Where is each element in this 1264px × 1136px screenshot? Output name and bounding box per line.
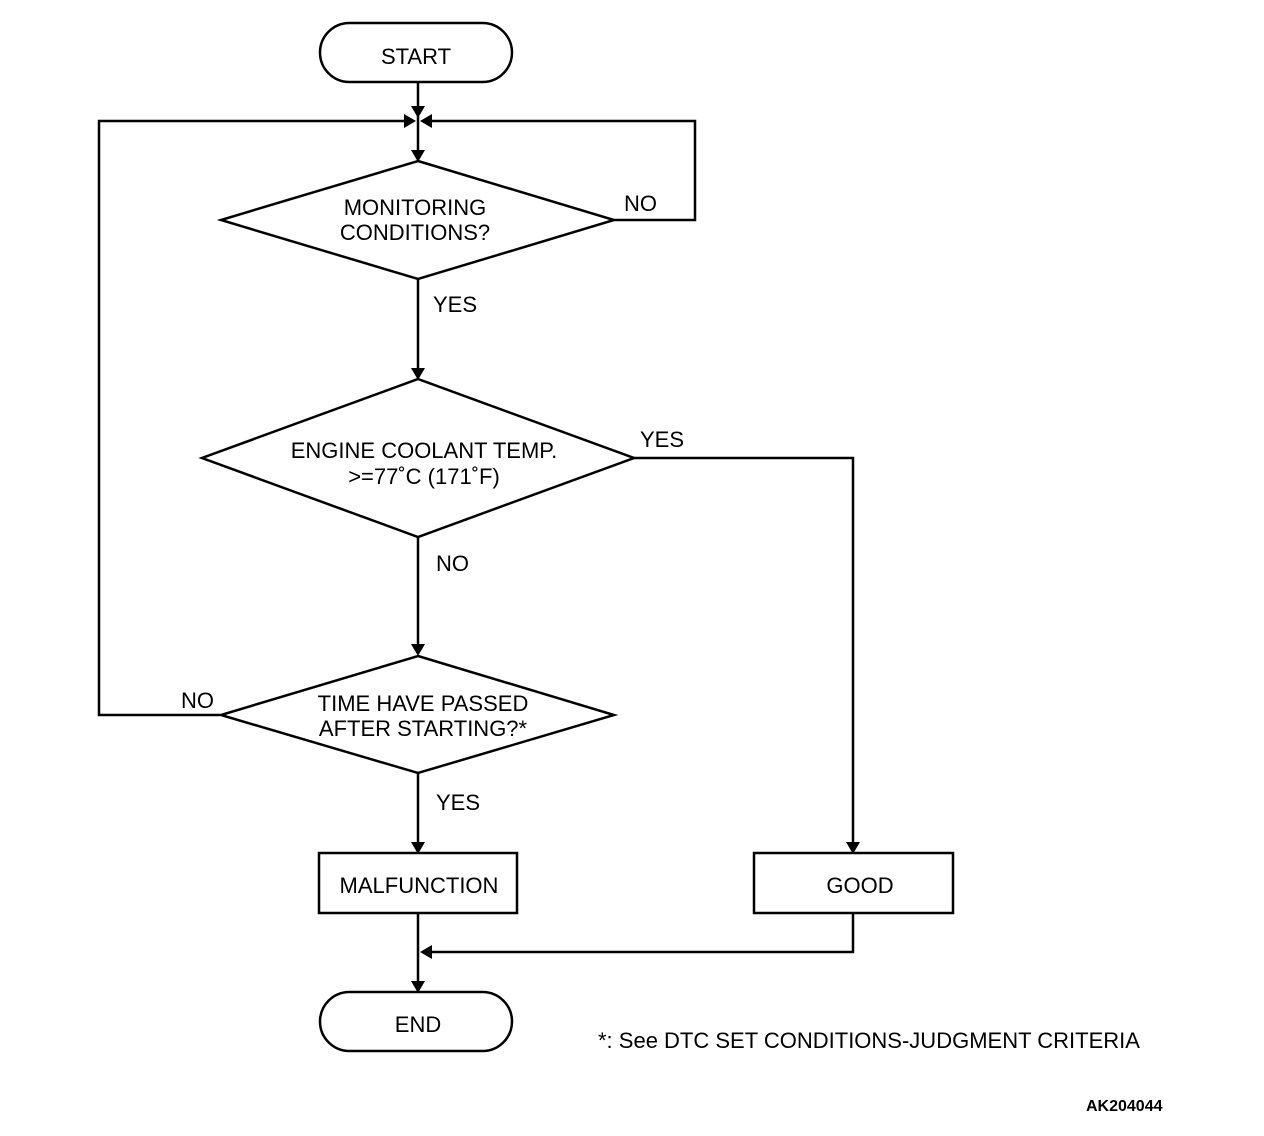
figure-code: AK204044 (1086, 1098, 1163, 1115)
time-label-line1: TIME HAVE PASSED (318, 691, 529, 716)
start-terminal (318, 21, 514, 84)
time-passed-decision (216, 654, 619, 775)
coolant-yes-label: YES (640, 427, 684, 452)
arrow-monitoring-no-loop (420, 114, 432, 128)
arrow-into-monitoring (411, 150, 425, 162)
arrow-good-merge (420, 945, 432, 959)
arrow-into-coolant (411, 368, 425, 380)
time-yes-label: YES (436, 790, 480, 815)
arrow-into-time (411, 644, 425, 656)
end-label: END (395, 1012, 441, 1037)
malfunction-label: MALFUNCTION (340, 873, 499, 898)
monitoring-label-line2: CONDITIONS? (340, 220, 490, 245)
coolant-no-label: NO (436, 551, 469, 576)
arrow-into-good (846, 842, 860, 854)
monitoring-conditions-decision (216, 159, 619, 281)
coolant-label-line2: >=77˚C (171˚F) (348, 464, 500, 489)
monitoring-no-label: NO (624, 191, 657, 216)
start-label: START (381, 44, 451, 69)
connector-good-to-end (426, 913, 855, 954)
arrow-into-end (411, 981, 425, 993)
monitoring-yes-label: YES (433, 292, 477, 317)
malfunction-box (317, 851, 519, 915)
arrow-time-no-loop (404, 114, 416, 128)
arrow-start-to-junction (411, 106, 425, 118)
connector-monitoring-no-loop (426, 119, 697, 222)
monitoring-label-line1: MONITORING (344, 195, 487, 220)
arrow-into-malfunction (411, 842, 425, 854)
time-no-label: NO (181, 688, 214, 713)
footnote: *: See DTC SET CONDITIONS-JUDGMENT CRITE… (598, 1028, 1140, 1053)
engine-coolant-temp-decision (198, 377, 638, 539)
coolant-label-line1: ENGINE COOLANT TEMP. (291, 438, 558, 463)
time-label-line2: AFTER STARTING?* (319, 716, 528, 741)
end-terminal (318, 990, 514, 1053)
good-box (752, 851, 955, 915)
connector-time-no-loop (97, 119, 410, 717)
connector-coolant-yes (634, 456, 855, 844)
good-label: GOOD (826, 873, 893, 898)
